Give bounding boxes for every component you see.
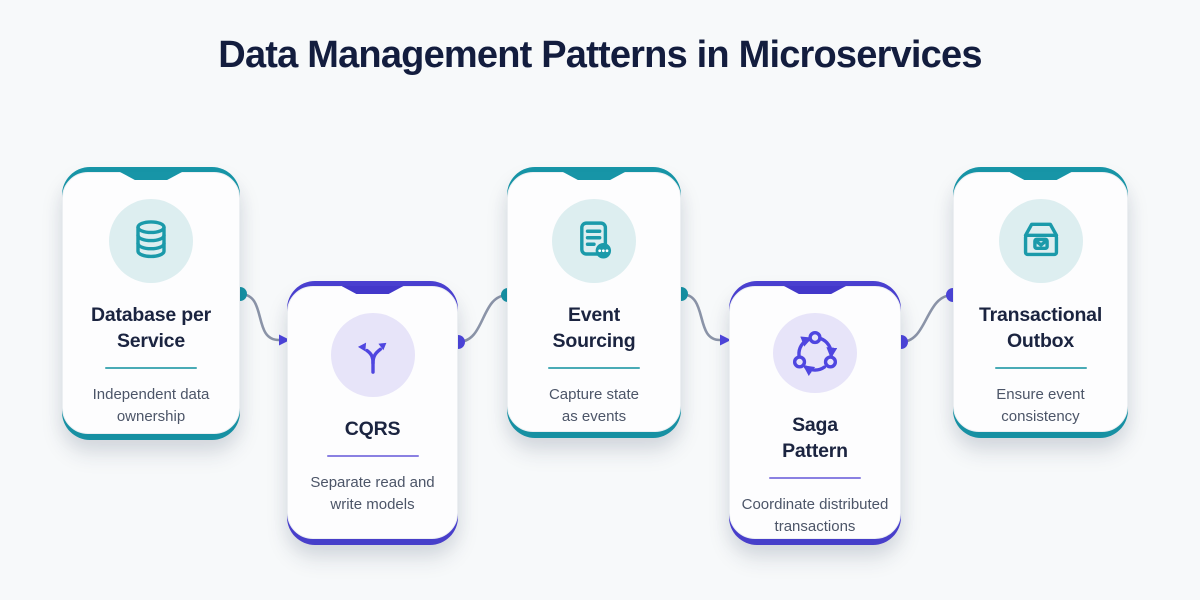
- card-subtitle: Independent data ownership: [92, 386, 210, 425]
- card-top-notch: [1009, 172, 1072, 180]
- database-icon: [109, 199, 193, 283]
- card-event-sourcing: Event Sourcing Capture state as events: [507, 167, 681, 438]
- card-title: Saga Pattern: [782, 414, 848, 463]
- card-title: Database per Service: [90, 304, 212, 352]
- card-transactional-outbox: Transactional Outbox Ensure event consis…: [953, 167, 1128, 438]
- card-cqrs: CQRS Separate read and write models: [287, 281, 458, 545]
- connector-3: [674, 287, 731, 346]
- card-body: Database per Service Independent data ow…: [62, 172, 240, 434]
- card-subtitle: Separate read and write models: [310, 474, 435, 513]
- card-divider: [769, 477, 861, 479]
- card-database-per-service: Database per Service Independent data ow…: [62, 167, 240, 440]
- card-top-notch: [784, 286, 846, 294]
- page-title: Data Management Patterns in Microservice…: [218, 34, 982, 76]
- card-title: Event Sourcing: [552, 304, 636, 352]
- card-top-notch: [341, 286, 404, 294]
- card-subtitle: Capture state as events: [548, 386, 640, 425]
- connector-4: [894, 288, 960, 349]
- card-divider: [326, 455, 419, 457]
- card-body: Saga Pattern Coordinate distributed tran…: [729, 286, 901, 539]
- branch-arrows-icon: [330, 313, 415, 397]
- card-title: Transactional Outbox: [978, 304, 1103, 352]
- card-subtitle: Coordinate distributed transactions: [741, 496, 889, 535]
- card-divider: [548, 367, 640, 369]
- connector-2: [451, 288, 515, 349]
- connector-1: [233, 287, 290, 346]
- card-top-notch: [563, 172, 625, 180]
- card-divider: [105, 367, 197, 369]
- card-body: CQRS Separate read and write models: [287, 286, 458, 539]
- card-saga-pattern: Saga Pattern Coordinate distributed tran…: [729, 281, 901, 545]
- card-subtitle: Ensure event consistency: [996, 386, 1085, 425]
- card-body: Transactional Outbox Ensure event consis…: [953, 172, 1128, 432]
- document-ellipsis-icon: [552, 199, 636, 283]
- cycle-arrows-icon: [773, 313, 857, 394]
- card-divider: [994, 367, 1087, 369]
- card-title: CQRS: [344, 418, 401, 440]
- card-top-notch: [120, 172, 182, 180]
- outbox-icon: [998, 199, 1083, 283]
- card-body: Event Sourcing Capture state as events: [507, 172, 681, 432]
